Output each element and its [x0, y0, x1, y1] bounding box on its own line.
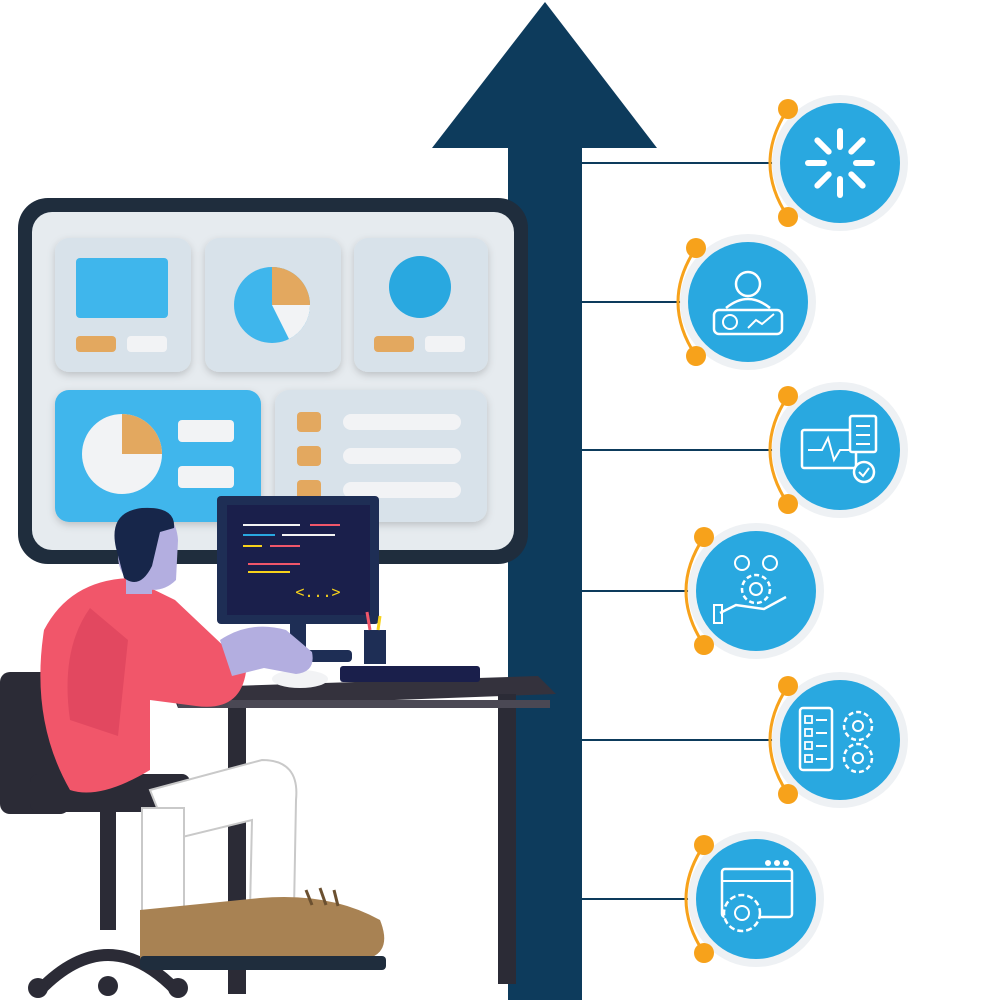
- card-image-block: [76, 258, 168, 318]
- step-node: [582, 234, 816, 370]
- code-tag-label: <...>: [295, 583, 340, 601]
- step-node: [582, 831, 824, 967]
- person-hair: [114, 507, 175, 582]
- bracket-dot: [778, 386, 798, 406]
- bracket-dot: [686, 346, 706, 366]
- step-node: [582, 382, 908, 518]
- mouse: [272, 670, 328, 688]
- browser-window-gear-icon: [720, 860, 794, 933]
- bracket-arc: [768, 685, 790, 795]
- dashboard-board: [18, 198, 528, 564]
- checklist-gears-icon: [798, 706, 874, 774]
- bracket-arc: [768, 108, 790, 218]
- bracket-arc: [684, 844, 706, 954]
- bracket-dot: [686, 238, 706, 258]
- hand-gear-check-icon: [713, 555, 787, 624]
- dashboard-card-pie: [205, 238, 341, 372]
- arrow-head: [432, 2, 657, 148]
- person-shoe: [140, 896, 385, 960]
- performance-dashboard-user-icon: [712, 270, 784, 336]
- bracket-arc: [684, 536, 706, 646]
- loading-spinner-icon: [805, 128, 875, 198]
- dashboard-card-chart: [55, 238, 191, 372]
- keyboard: [340, 666, 480, 682]
- desk-leg-right: [498, 694, 516, 984]
- person-hand: [220, 626, 313, 676]
- bracket-dot: [778, 676, 798, 696]
- person-working: [40, 507, 386, 970]
- code-screen: [227, 505, 370, 615]
- bracket-dot: [778, 99, 798, 119]
- node-circle: [780, 680, 900, 800]
- dashboard-card-list: [275, 390, 487, 522]
- step-node: [582, 95, 908, 231]
- bracket-arc: [676, 247, 698, 357]
- bracket-dot: [694, 635, 714, 655]
- monitor-checklist-icon: [800, 414, 878, 484]
- dashboard-card-circle: [354, 238, 488, 372]
- step-node: [582, 523, 824, 659]
- dashboard-card-blue: [55, 390, 261, 522]
- desktop-computer: <...>: [217, 496, 480, 688]
- bracket-dot: [694, 943, 714, 963]
- node-circle: [688, 242, 808, 362]
- bracket-dot: [778, 784, 798, 804]
- node-circle: [780, 103, 900, 223]
- pen-holder: [364, 630, 386, 664]
- circle-badge-icon: [389, 256, 451, 318]
- bracket-dot: [778, 207, 798, 227]
- bracket-dot: [694, 527, 714, 547]
- bracket-arc: [768, 395, 790, 505]
- person-leg: [148, 758, 298, 911]
- bracket-dot: [694, 835, 714, 855]
- step-node: [582, 672, 908, 808]
- step-nodes: [582, 95, 908, 967]
- bracket-dot: [778, 494, 798, 514]
- node-circle: [696, 531, 816, 651]
- node-circle: [696, 839, 816, 959]
